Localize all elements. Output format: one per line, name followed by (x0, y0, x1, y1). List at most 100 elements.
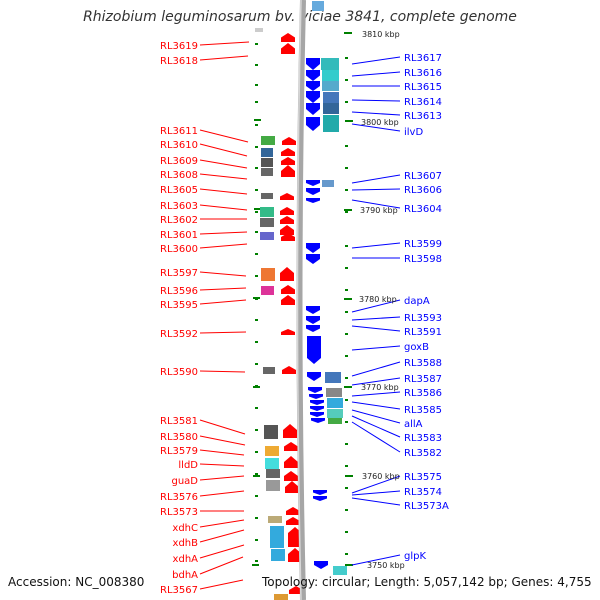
tick-mark (345, 553, 348, 555)
major-tick (344, 386, 352, 388)
cog-box (333, 566, 347, 575)
forward-gene-arrow (306, 91, 320, 103)
right-gene-label: ilvD (404, 127, 423, 138)
left-gene-label: RL3579 (160, 446, 198, 457)
tick-mark (255, 43, 258, 45)
right-gene-label: RL3607 (404, 171, 442, 182)
connector-line (199, 41, 250, 46)
right-gene-label: RL3606 (404, 185, 442, 196)
cog-box (263, 367, 275, 374)
left-gene-label: lldD (178, 460, 198, 471)
connector-line (351, 409, 401, 424)
forward-gene-arrow (306, 198, 320, 203)
cog-box (322, 81, 339, 91)
tick-mark (255, 146, 258, 148)
cog-box (261, 286, 274, 295)
tick-mark (255, 319, 258, 321)
forward-gene-arrow (307, 372, 321, 381)
tick-mark (345, 531, 348, 533)
cog-box (327, 409, 343, 418)
tick-mark (345, 399, 348, 401)
connector-line (351, 242, 401, 249)
accession-text: Accession: NC_008380 (8, 575, 145, 589)
forward-gene-arrow (306, 316, 320, 324)
right-gene-label: RL3573A (404, 501, 449, 512)
left-gene-label: RL3597 (160, 268, 198, 279)
tick-mark (345, 79, 348, 81)
forward-gene-arrow (307, 336, 321, 364)
forward-gene-arrow (306, 180, 320, 186)
left-gene-label: RL3601 (160, 230, 198, 241)
cog-box (261, 168, 273, 176)
connector-line (351, 401, 401, 410)
tick-mark (345, 57, 348, 59)
right-gene-label: dapA (404, 296, 430, 307)
reverse-gene-arrow (289, 586, 303, 594)
connector-line (199, 419, 246, 435)
cog-box (270, 526, 284, 548)
tick-mark (345, 421, 348, 423)
tick-mark (255, 429, 258, 431)
forward-gene-arrow (306, 81, 320, 91)
cog-box (322, 70, 339, 81)
major-tick (344, 32, 352, 34)
backbone-highlight (296, 0, 302, 600)
cog-box (322, 180, 334, 187)
cog-box (260, 207, 274, 217)
connector-line (351, 111, 401, 116)
reverse-gene-arrow (282, 137, 296, 145)
forward-gene-arrow (306, 254, 320, 264)
forward-gene-arrow (306, 243, 320, 253)
left-gene-label: RL3595 (160, 300, 198, 311)
connector-line (351, 421, 401, 453)
reverse-gene-arrow (284, 456, 298, 468)
topology-text: Topology: circular; Length: 5,057,142 bp… (262, 575, 592, 589)
tick-mark (255, 495, 258, 497)
tick-mark (345, 355, 348, 357)
connector-line (199, 475, 245, 481)
tick-mark (255, 84, 258, 86)
forward-gene-arrow (310, 406, 324, 411)
connector-line (199, 331, 247, 334)
right-gene-label: RL3599 (404, 239, 442, 250)
right-gene-label: RL3613 (404, 111, 442, 122)
right-gene-label: RL3586 (404, 388, 442, 399)
tick-mark (255, 231, 258, 233)
connector-line (199, 243, 248, 249)
connector-line (351, 345, 401, 351)
major-tick (254, 119, 261, 121)
major-tick (344, 298, 352, 300)
cog-box (265, 458, 279, 469)
right-gene-label: RL3575 (404, 472, 442, 483)
tick-mark (255, 189, 258, 191)
right-gene-label: RL3598 (404, 254, 442, 265)
tick-mark (255, 560, 258, 562)
connector-line (199, 55, 249, 61)
reverse-gene-arrow (280, 207, 294, 215)
genome-backbone (296, 0, 306, 600)
left-gene-label: RL3600 (160, 244, 198, 255)
connector-line (351, 377, 401, 386)
tick-mark (255, 517, 258, 519)
major-tick (253, 386, 260, 388)
tick-mark (345, 443, 348, 445)
cog-box (261, 148, 273, 157)
right-gene-label: RL3614 (404, 97, 442, 108)
left-gene-label: RL3567 (160, 585, 198, 596)
connector-line (351, 56, 401, 65)
forward-gene-arrow (306, 188, 320, 195)
reverse-gene-arrow (281, 165, 295, 177)
connector-line (351, 361, 401, 377)
tick-mark (345, 509, 348, 511)
tick-mark (345, 267, 348, 269)
left-gene-label: RL3611 (160, 126, 198, 137)
cog-box (266, 480, 280, 491)
cog-box (312, 1, 324, 11)
cog-box (260, 232, 274, 240)
reverse-gene-arrow (280, 216, 294, 224)
cog-box (271, 549, 285, 561)
tick-mark (345, 465, 348, 467)
kbp-label: 3760 kbp (362, 472, 400, 481)
connector-line (199, 370, 246, 373)
